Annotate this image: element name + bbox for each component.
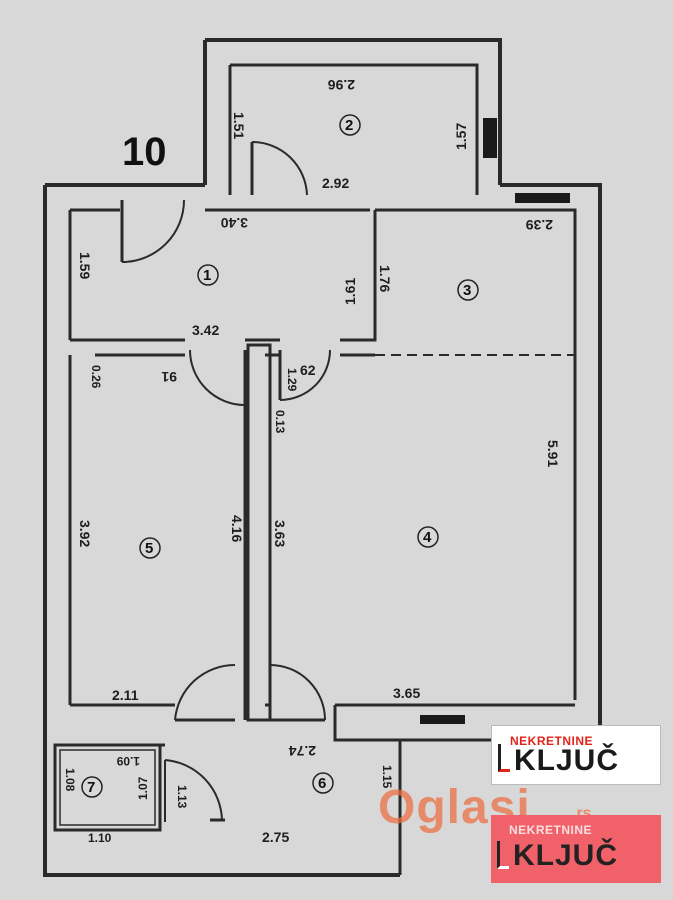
dim-room4-left: 3.63 [272,520,288,547]
room-marker-7: 7 [81,776,103,798]
dim-room2-top: 2.96 [328,77,355,93]
watermark-logo-bottom: NEKRETNINE KLJUČ [491,815,661,883]
room-marker-2: 2 [339,114,361,136]
inner-walls [53,208,600,832]
room-number-1: 1 [203,267,211,284]
window-room4 [420,715,465,724]
dim-door5: 91 [161,369,177,385]
room-marker-6: 6 [312,772,334,794]
watermark-top-subtitle: NEKRETNINE [510,734,594,748]
room-marker-4: 4 [417,526,439,548]
dim-room4-bottom: 3.65 [393,685,420,701]
dim-door-small: 62 [300,362,316,378]
dim-niche: 0.26 [89,365,103,389]
dim-shaft: 0.13 [273,410,287,434]
dim-door7: 1.13 [175,785,189,809]
dim-room7-bottom: 1.10 [88,831,112,845]
watermark-top-brand: KLJUČ [514,744,620,777]
dim-room7-left: 1.08 [63,768,77,792]
room-number-4: 4 [423,529,432,546]
dim-room5-bottom: 2.11 [112,687,139,703]
dim-room4-right: 5.91 [545,440,561,467]
dim-room2-right: 1.57 [453,123,469,150]
room-number-6: 6 [318,775,326,792]
room-markers: 1 2 3 4 5 6 7 [81,114,479,798]
dim-room7-top: 1.09 [116,754,140,768]
dim-room5-right: 4.16 [229,515,245,542]
dim-room3-left: 1.76 [377,265,393,292]
flat-number: 10 [122,130,167,174]
room-number-5: 5 [145,540,153,557]
watermark-bottom-brand: KLJUČ [513,839,619,872]
dim-room1-top: 3.40 [221,215,248,231]
dim-room2-bottom: 2.92 [322,175,349,191]
window-blocks [420,118,570,724]
room-number-7: 7 [87,779,95,796]
watermark-logo-top: NEKRETNINE KLJUČ [491,725,661,785]
dim-room6-right: 1.15 [380,765,394,789]
watermark-bottom-subtitle: NEKRETNINE [509,823,593,837]
dim-room5-left: 3.92 [77,520,93,547]
room-number-2: 2 [345,117,353,134]
dim-room1-bottom: 3.42 [192,322,219,338]
doors [120,141,331,822]
outer-walls [43,38,602,877]
room-marker-5: 5 [139,537,161,559]
room-marker-3: 3 [457,279,479,301]
dim-pass: 1.29 [285,368,299,392]
dim-room1-left: 1.59 [77,252,93,279]
window-room2 [483,118,497,158]
dim-room7-inner: 1.07 [136,776,150,800]
key-logo-icon [498,744,510,772]
dim-room6-top: 2.74 [289,743,316,759]
window-room3 [515,193,570,203]
dim-room6-bottom: 2.75 [262,829,289,845]
dimension-labels: 2.96 1.57 1.51 2.92 3.40 2.39 1.59 1.61 … [63,77,561,845]
room-marker-1: 1 [197,264,219,286]
dim-room2-left: 1.51 [231,112,247,139]
room-number-3: 3 [463,282,471,299]
key-logo-icon-bottom [497,841,509,869]
dim-room3-top: 2.39 [526,217,553,233]
dim-room1-right: 1.61 [342,278,358,305]
